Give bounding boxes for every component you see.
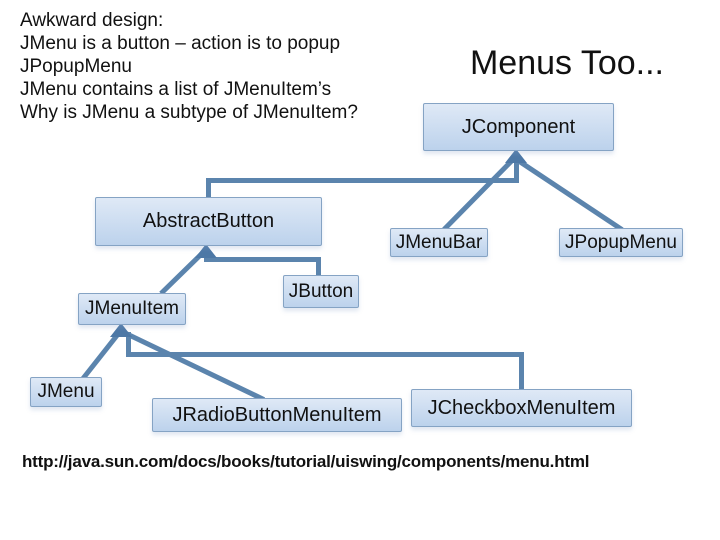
footer-url: http://java.sun.com/docs/books/tutorial/… — [22, 452, 590, 471]
node-label: JMenuItem — [85, 298, 179, 319]
inheritance-arrowhead-icon — [110, 323, 132, 337]
node-label: JMenuBar — [395, 231, 483, 253]
node-label: JMenu — [37, 381, 95, 402]
notes-text-block: Awkward design: JMenu is a button – acti… — [20, 9, 420, 124]
node-label: JPopupMenu — [565, 231, 677, 253]
connector-jcheckbox-horizontal — [126, 352, 524, 357]
node-jcomponent: JComponent — [423, 103, 614, 151]
connector-abstractbutton-vertical — [206, 178, 211, 198]
node-label: JComponent — [461, 115, 576, 138]
slide-title: Menus Too... — [469, 44, 665, 82]
node-jpopupmenu: JPopupMenu — [559, 228, 683, 257]
connector-jcheckbox-vertical-top — [126, 332, 131, 357]
connector-jbutton-vertical — [316, 257, 321, 277]
node-label: JButton — [288, 280, 354, 302]
notes-line: JMenu is a button – action is to popup — [20, 33, 341, 54]
connector-abstractbutton-horizontal — [206, 178, 519, 183]
notes-line: JPopupMenu — [20, 56, 132, 77]
node-jcheckboxmenuitem: JCheckboxMenuItem — [411, 389, 632, 427]
node-jmenubar: JMenuBar — [390, 228, 488, 257]
connector-jpopupmenu-jcomponent — [516, 158, 624, 232]
inheritance-arrowhead-icon — [195, 244, 217, 258]
connector-jcheckbox-vertical-bottom — [519, 352, 524, 390]
connector-jmenubar-jcomponent — [442, 158, 514, 232]
node-label: JCheckboxMenuItem — [427, 396, 616, 419]
node-abstractbutton: AbstractButton — [95, 197, 322, 246]
connector-jmenu-jmenuitem — [81, 333, 120, 381]
connector-jbutton-horizontal — [204, 257, 321, 262]
notes-line: Why is JMenu a subtype of JMenuItem? — [20, 102, 358, 123]
node-label: JRadioButtonMenuItem — [172, 403, 382, 426]
notes-line: JMenu contains a list of JMenuItem’s — [20, 79, 332, 100]
node-jmenuitem: JMenuItem — [78, 293, 186, 325]
notes-line: Awkward design: — [20, 10, 164, 31]
node-jradiobuttonmenuitem: JRadioButtonMenuItem — [152, 398, 402, 432]
connector-jcomponent-vertical — [514, 158, 519, 183]
inheritance-arrowhead-icon — [505, 149, 527, 163]
node-jbutton: JButton — [283, 275, 359, 308]
node-label: AbstractButton — [142, 210, 275, 232]
node-jmenu: JMenu — [30, 377, 102, 407]
connector-jradiobuttonmenuitem-jmenuitem — [124, 331, 266, 402]
